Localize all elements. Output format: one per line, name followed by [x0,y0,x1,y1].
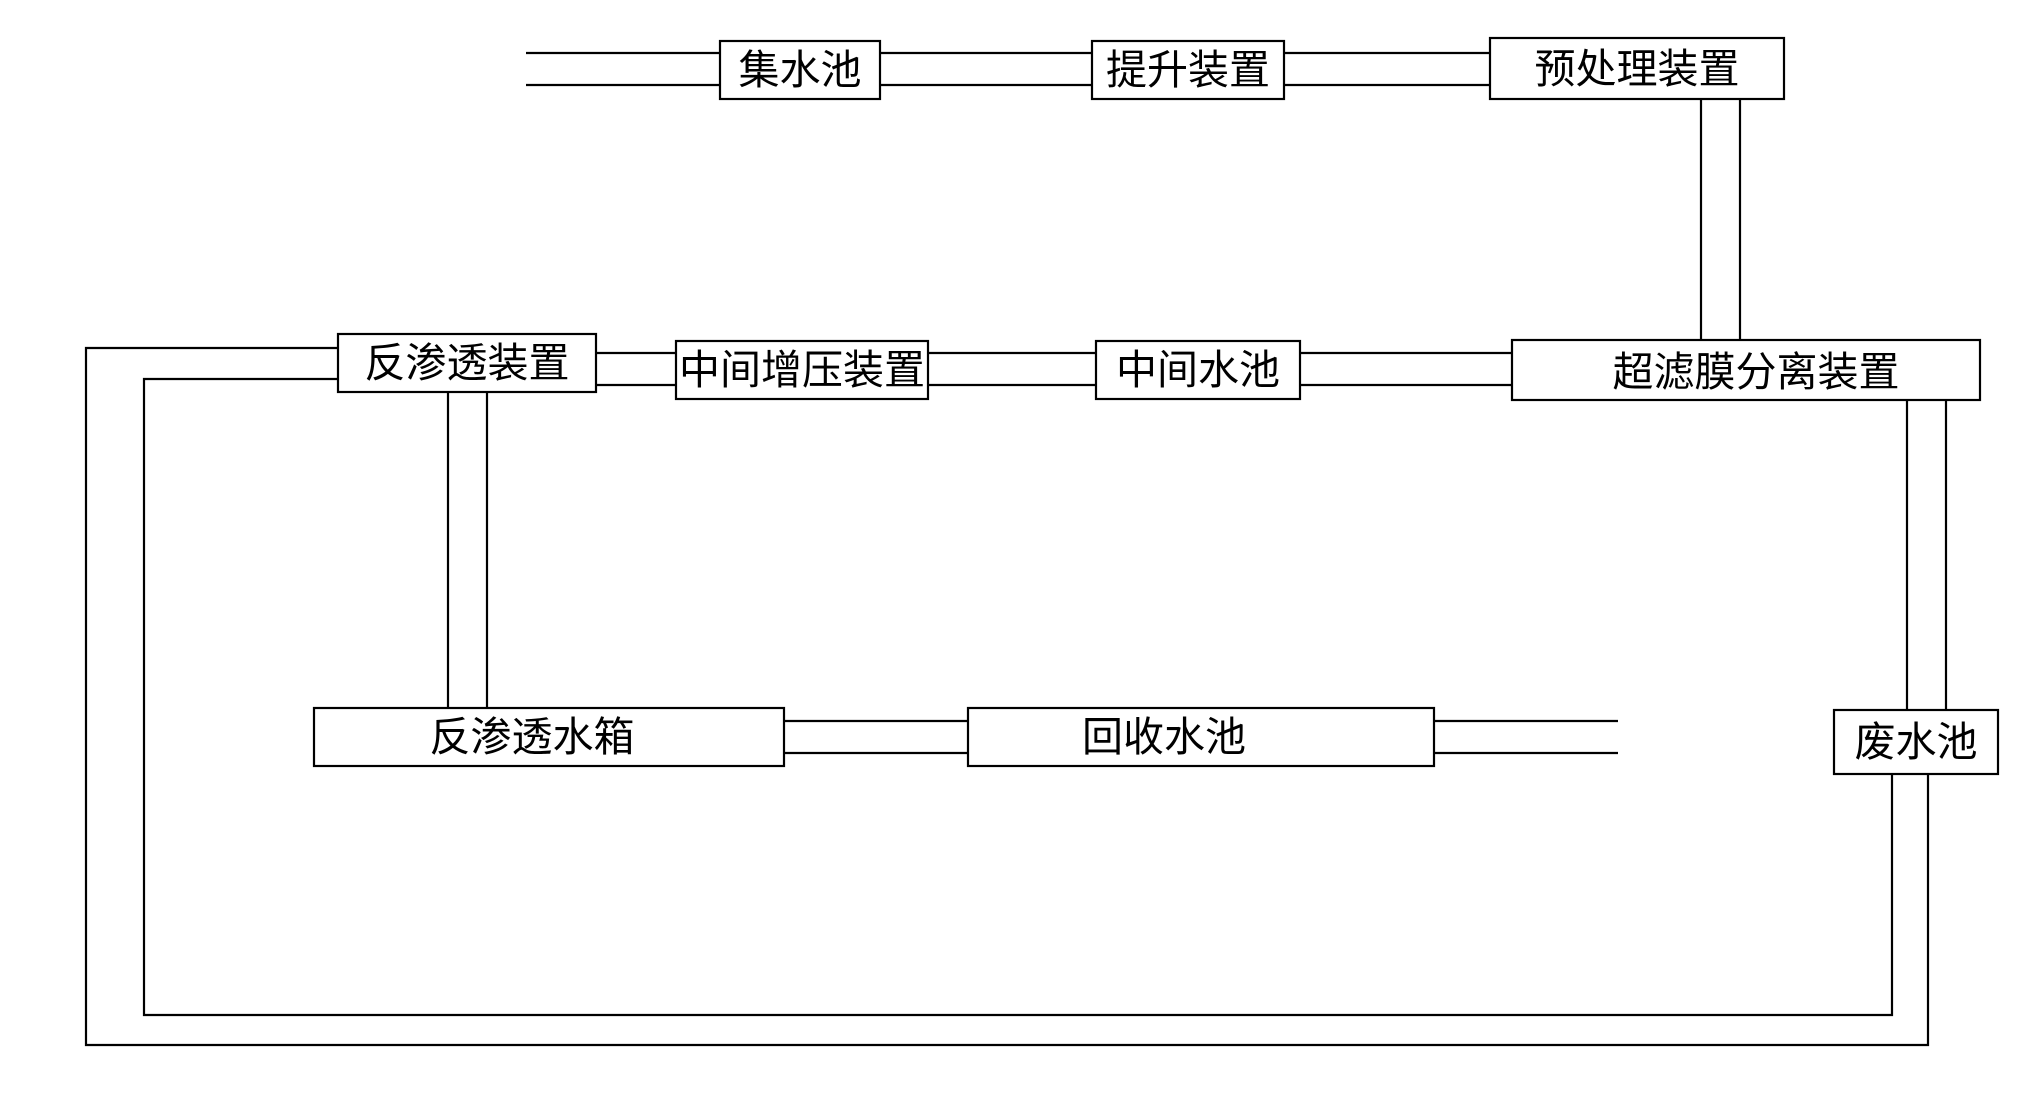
pipe-inlet [526,51,720,87]
node-reverse-osmosis-device: 反渗透装置 [336,332,598,394]
node-recovery-pool-label: 回收水池 [1082,713,1246,761]
node-intermediate-pool: 中间水池 [1094,339,1302,401]
pipe-pretreatment-to-ultrafiltration [1699,99,1742,340]
node-intermediate-pool-label: 中间水池 [1116,346,1280,394]
pipe-ultrafiltration-to-intermediate-pool [1300,351,1512,387]
node-lifting-device: 提升装置 [1090,39,1286,101]
node-pretreatment-device-label: 预处理装置 [1535,45,1740,93]
node-pretreatment-device: 预处理装置 [1488,36,1786,101]
pipe-recovery-pool-outlet [1434,719,1618,755]
node-lifting-device-label: 提升装置 [1106,46,1270,94]
pipe-booster-to-reverse-osmosis [596,351,676,387]
node-intermediate-booster: 中间增压装置 [674,339,930,401]
pipe-intermediate-pool-to-booster [928,351,1096,387]
node-recovery-pool: 回收水池 [966,706,1436,768]
node-intermediate-booster-label: 中间增压装置 [679,346,925,394]
pipe-wastewater-to-reverse-osmosis-loop [84,346,1930,1047]
node-collection-pool-label: 集水池 [739,46,862,94]
pipe-collection-to-lifting [880,51,1092,87]
pipe-ro-tank-to-recovery-pool [784,719,968,755]
node-wastewater-pool: 废水池 [1832,708,2000,776]
node-ro-water-tank: 反渗透水箱 [312,706,786,768]
node-collection-pool: 集水池 [718,39,882,101]
pipe-lifting-to-pretreatment [1284,51,1490,87]
node-wastewater-pool-label: 废水池 [1855,718,1978,766]
node-ultrafiltration-device-label: 超滤膜分离装置 [1613,348,1900,396]
pipe-ultrafiltration-to-wastewater-pool [1905,400,1948,710]
node-reverse-osmosis-device-label: 反渗透装置 [365,339,570,387]
pipe-reverse-osmosis-to-ro-tank [446,392,489,708]
node-ultrafiltration-device: 超滤膜分离装置 [1510,338,1982,402]
node-ro-water-tank-label: 反渗透水箱 [430,713,635,761]
